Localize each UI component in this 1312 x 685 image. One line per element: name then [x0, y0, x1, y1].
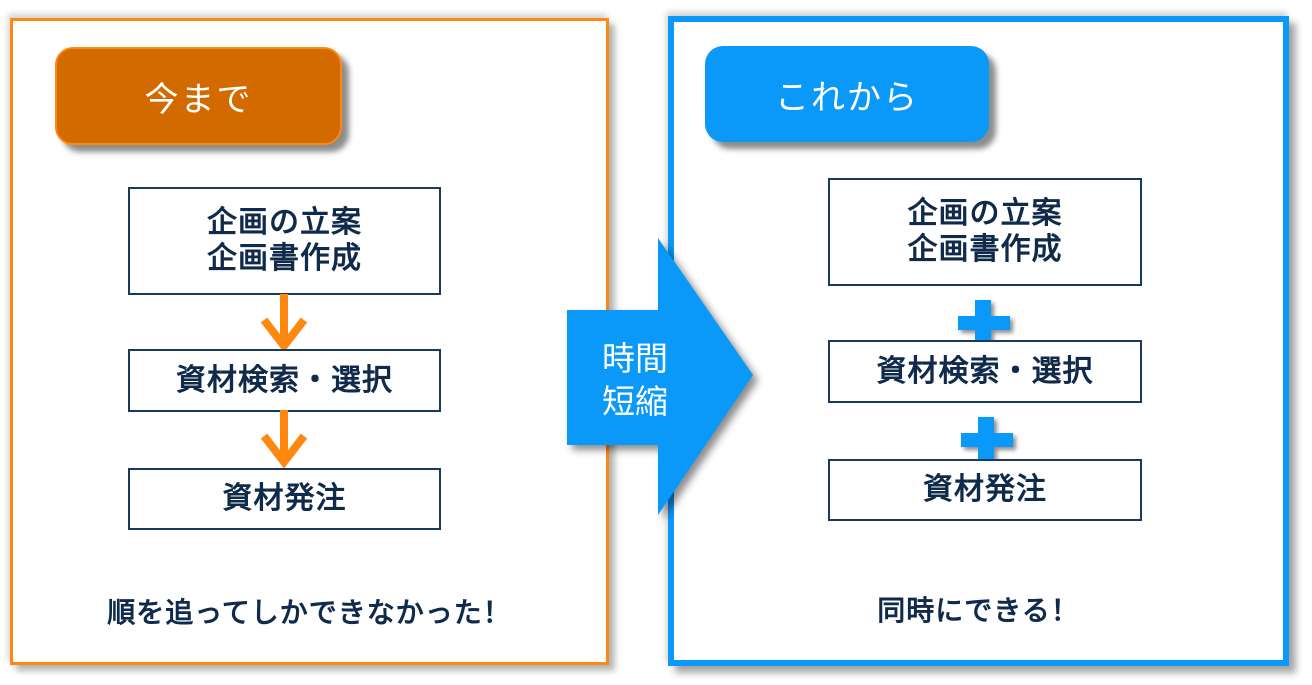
- plus-icon: [961, 417, 1013, 465]
- after-step-planning: 企画の立案 企画書作成: [828, 178, 1142, 286]
- arrow-right-icon: [567, 238, 753, 515]
- before-step-material-search: 資材検索・選択: [128, 349, 441, 412]
- after-title: これから: [775, 77, 919, 118]
- after-panel: これから 企画の立案 企画書作成 資材検索・選択 資材発注 同時にできる！: [668, 16, 1289, 666]
- after-step-material-order: 資材発注: [828, 459, 1142, 521]
- arrow-down-icon: [260, 410, 308, 469]
- before-step-material-order: 資材発注: [128, 468, 441, 530]
- after-title-tag: これから: [705, 46, 989, 142]
- after-footer: 同時にできる！: [877, 594, 1080, 627]
- before-footer: 順を追ってしかできなかった！: [107, 596, 512, 629]
- before-step-planning: 企画の立案 企画書作成: [128, 187, 441, 295]
- transition-label: 時間 短縮: [602, 339, 668, 421]
- before-panel: 今まで 企画の立案 企画書作成 資材検索・選択 資材発注 順を追ってしかできなか…: [10, 18, 609, 665]
- after-step-material-search: 資材検索・選択: [828, 340, 1142, 403]
- plus-icon: [958, 300, 1010, 348]
- before-title: 今まで: [144, 79, 253, 120]
- arrow-down-icon: [260, 294, 308, 353]
- before-title-tag: 今まで: [55, 47, 342, 145]
